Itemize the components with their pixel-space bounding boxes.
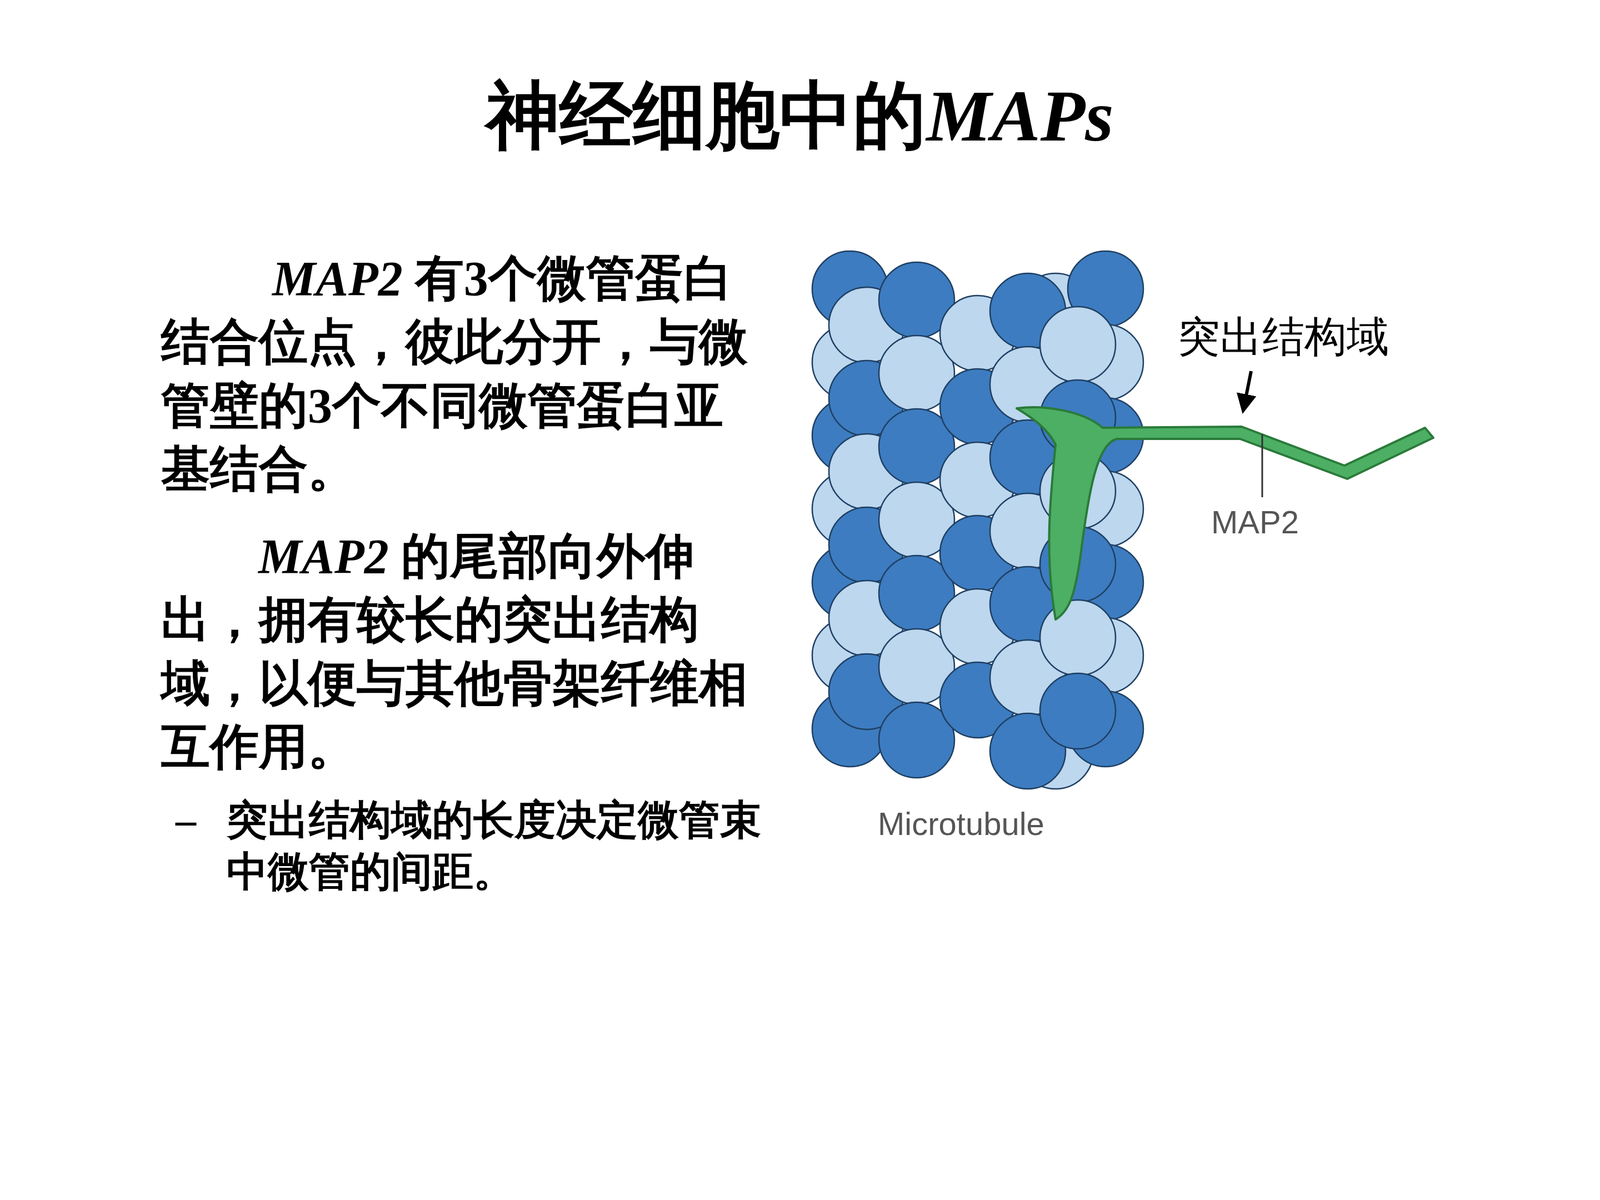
text-run: MAP2 [272, 251, 403, 306]
tubulin-subunit [1040, 673, 1116, 749]
map2-protein [1016, 407, 1434, 620]
callout-label: 突出结构域 [1177, 311, 1389, 362]
text-run: 神经细胞中的 [486, 75, 927, 157]
body-paragraph: MAP2 有3个微管蛋白结合位点，彼此分开，与微管壁的3个不同微管蛋白亚基结合。 [161, 247, 750, 502]
part-label: Microtubule [877, 804, 1045, 844]
tubulin-subunit [1040, 306, 1116, 383]
text-run: 有3个微管蛋白结合位点，彼此分开，与微管壁的3个不同微管蛋白亚基结合。 [161, 251, 748, 497]
bullet-text: 突出结构域的长度决定微管束中微管的间距。 [226, 794, 777, 898]
callout-arrow [1243, 371, 1252, 410]
part-label: MAP2 [1211, 502, 1299, 542]
text-run: MAPs [926, 75, 1114, 157]
tubulin-subunits [812, 251, 1144, 789]
leader-line [1261, 434, 1264, 498]
body-paragraph: MAP2 的尾部向外伸出，拥有较长的突出结构域，以便与其他骨架纤维相互作用。 [161, 525, 750, 780]
text-run: MAP2 [258, 529, 389, 584]
bullet-dash: – [175, 794, 215, 847]
tubulin-subunit [1040, 600, 1116, 676]
slide-title: 神经细胞中的MAPs [0, 72, 1600, 160]
text-run: 的尾部向外伸出，拥有较长的突出结构域，以便与其他骨架纤维相互作用。 [161, 529, 748, 774]
